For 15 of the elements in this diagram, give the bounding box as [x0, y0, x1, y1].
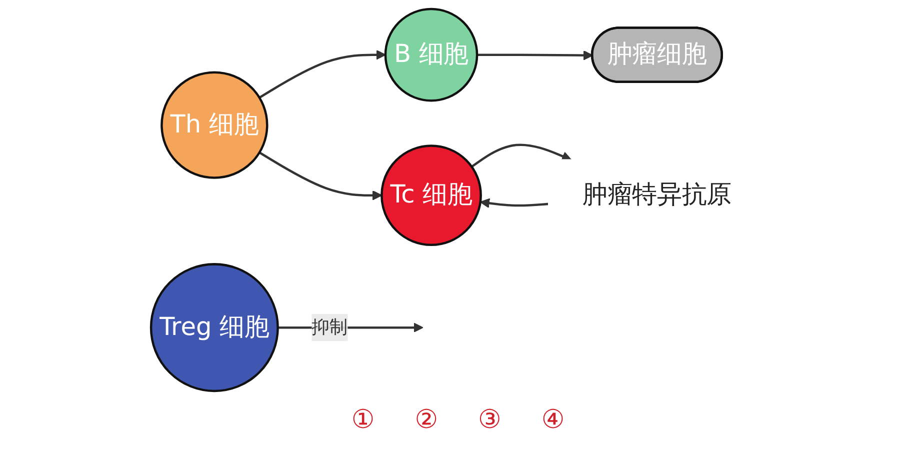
arrow — [480, 198, 548, 208]
node-circle: Tc 细胞 — [380, 144, 482, 246]
arrow — [470, 144, 572, 168]
node-text: 肿瘤特异抗原 — [582, 181, 732, 210]
arrow — [476, 50, 593, 60]
node-circle: B 细胞 — [384, 8, 478, 102]
edge-label: 抑制 — [311, 316, 348, 338]
arrow — [258, 50, 386, 99]
callout-number: ② — [414, 405, 438, 435]
callout-number: ① — [351, 405, 375, 435]
callout-number: ④ — [541, 405, 565, 435]
arrow — [258, 152, 382, 200]
node-circle: Th 细胞 — [160, 71, 268, 179]
node-circle: Treg 细胞 — [150, 263, 279, 392]
callout-number: ③ — [478, 405, 502, 435]
